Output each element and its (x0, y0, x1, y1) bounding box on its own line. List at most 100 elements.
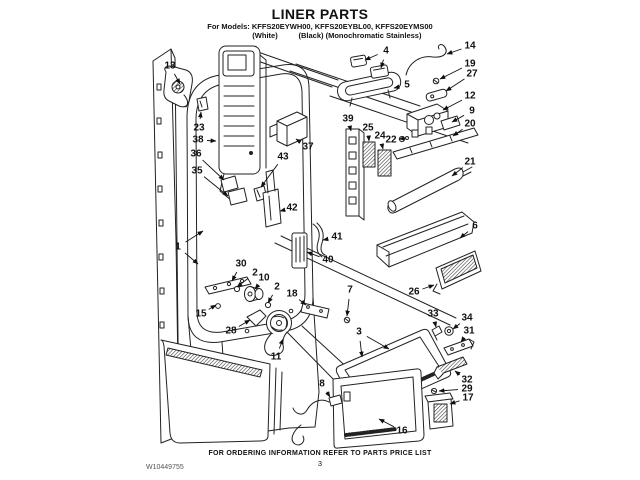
footer-ordering-note: FOR ORDERING INFORMATION REFER TO PARTS … (208, 450, 432, 457)
callout-18: 18 (286, 289, 307, 306)
part-water-tube (387, 166, 473, 214)
svg-text:25: 25 (362, 123, 374, 134)
svg-text:39: 39 (342, 114, 354, 125)
svg-text:35: 35 (191, 166, 203, 177)
callout-32: 32 (454, 370, 473, 386)
svg-text:12: 12 (464, 91, 476, 102)
part-damper (269, 111, 308, 147)
callout-27: 27 (445, 69, 478, 92)
callout-33: 33 (427, 309, 439, 328)
callout-2: 2 (267, 282, 280, 304)
part-control-panel (432, 250, 482, 295)
callout-6: 6 (459, 221, 478, 239)
svg-text:21: 21 (464, 157, 476, 168)
svg-text:16: 16 (396, 426, 408, 437)
svg-text:5: 5 (404, 80, 410, 91)
part-speaker-module (163, 65, 193, 108)
svg-text:20: 20 (464, 119, 476, 130)
svg-text:24: 24 (374, 131, 386, 142)
callout-26: 26 (408, 284, 435, 298)
svg-text:17: 17 (462, 393, 474, 404)
svg-text:7: 7 (347, 285, 353, 296)
callout-1: 1 (175, 230, 204, 265)
part-drawer-front (160, 339, 283, 444)
svg-text:26: 26 (408, 287, 420, 298)
callout-14: 14 (446, 41, 476, 55)
svg-text:8: 8 (319, 379, 325, 390)
svg-text:30: 30 (235, 259, 247, 270)
callout-3: 3 (356, 327, 390, 358)
callout-13: 13 (164, 61, 181, 85)
part-ice-maker (406, 103, 461, 138)
callout-29: 29 (438, 384, 473, 395)
svg-text:31: 31 (463, 326, 475, 337)
part-small-brackets (424, 325, 475, 430)
models-line: For Models: KFFS20EYWH00, KFFS20EYBL00, … (207, 22, 433, 31)
svg-text:1: 1 (175, 242, 181, 253)
callout-40: 40 (306, 251, 334, 266)
part-screw-center (343, 316, 351, 324)
callout-38: 38 (192, 135, 217, 146)
svg-text:36: 36 (190, 149, 202, 160)
svg-text:40: 40 (322, 255, 334, 266)
part-wall-clip (196, 96, 209, 112)
svg-text:27: 27 (466, 69, 478, 80)
part-drain-tray (376, 211, 475, 268)
callout-5: 5 (393, 80, 410, 91)
callout-34: 34 (452, 313, 473, 330)
page-title: LINER PARTS (271, 6, 369, 22)
finish-label-black-stainless: (Black) (Monochromatic Stainless) (298, 31, 422, 40)
svg-text:3: 3 (356, 327, 362, 338)
callout-21: 21 (451, 157, 476, 177)
callout-15: 15 (195, 304, 217, 320)
callout-10: 10 (254, 273, 270, 290)
callout-30: 30 (231, 259, 247, 282)
callout-19: 19 (439, 59, 476, 80)
callout-22: 22 (385, 135, 405, 146)
svg-text:2: 2 (252, 268, 258, 279)
callout-42: 42 (279, 203, 298, 214)
cabinet-top-frame-lines (251, 51, 469, 326)
svg-text:2: 2 (274, 282, 280, 293)
part-door-panel (332, 368, 425, 449)
svg-text:34: 34 (461, 313, 473, 324)
callout-43: 43 (260, 152, 289, 188)
svg-text:32: 32 (461, 375, 473, 386)
callout-35: 35 (191, 166, 229, 197)
svg-text:19: 19 (464, 59, 476, 70)
callout-11: 11 (271, 338, 284, 363)
svg-text:15: 15 (195, 309, 207, 320)
callout-39: 39 (342, 114, 354, 132)
finish-label-white: (White) (252, 31, 278, 40)
part-top-bracket (337, 71, 402, 107)
svg-text:13: 13 (164, 61, 176, 72)
svg-text:14: 14 (464, 41, 476, 52)
part-clip-and-wires (291, 394, 343, 446)
part-fan-assembly (204, 276, 330, 356)
callout-4: 4 (364, 46, 389, 69)
callout-9: 9 (451, 106, 475, 123)
part-fasteners-top (425, 77, 448, 102)
callout-24: 24 (374, 131, 386, 150)
svg-text:29: 29 (461, 384, 473, 395)
callout-12: 12 (442, 91, 476, 111)
part-duct-clips (253, 169, 326, 269)
svg-text:37: 37 (302, 142, 314, 153)
callout-31: 31 (460, 326, 475, 343)
part-wire-harness (405, 44, 447, 76)
part-trim-bar (392, 127, 479, 160)
callout-8: 8 (319, 379, 331, 398)
svg-text:33: 33 (427, 309, 439, 320)
callout-7: 7 (345, 285, 353, 317)
callout-2: 2 (236, 268, 258, 288)
page-number: 3 (317, 459, 323, 468)
callout-23: 23 (193, 111, 205, 134)
part-air-tower (218, 45, 267, 206)
callout-16: 16 (378, 418, 408, 437)
svg-text:23: 23 (193, 123, 205, 134)
svg-text:11: 11 (271, 352, 282, 363)
callout-36: 36 (190, 149, 225, 181)
svg-text:38: 38 (192, 135, 204, 146)
svg-text:6: 6 (472, 221, 478, 232)
